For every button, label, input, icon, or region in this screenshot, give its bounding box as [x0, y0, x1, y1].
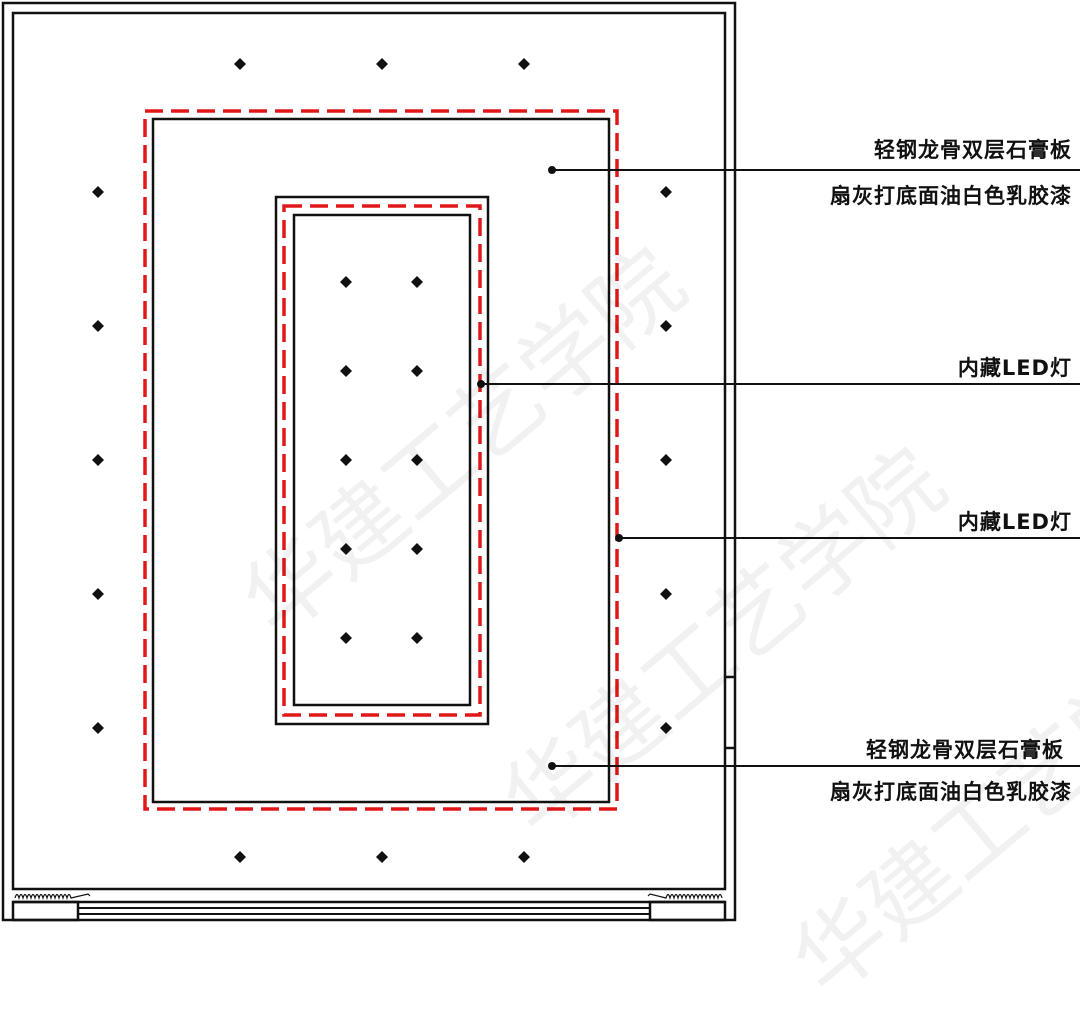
downlights — [92, 58, 672, 863]
downlight-icon — [340, 543, 352, 555]
curtain-wave-left — [14, 893, 91, 901]
downlight-icon — [92, 454, 104, 466]
downlight-icon — [376, 851, 388, 863]
inner-ceiling-outer-edge — [274, 195, 490, 726]
downlight-icon — [660, 588, 672, 600]
downlight-icon — [340, 454, 352, 466]
annotation-led-outer: 内藏LED灯 — [957, 510, 1072, 534]
downlight-icon — [92, 186, 104, 198]
outer-ceiling-edge — [151, 117, 611, 804]
downlight-icon — [340, 276, 352, 288]
wall-opening-marker — [725, 675, 735, 750]
downlight-icon — [411, 632, 423, 644]
inner-ceiling-edge — [292, 213, 472, 707]
downlight-icon — [411, 276, 423, 288]
downlight-icon — [660, 722, 672, 734]
downlight-icon — [518, 58, 530, 70]
leader-lines — [477, 166, 1080, 770]
outer-led-strip — [143, 109, 619, 811]
downlight-icon — [518, 851, 530, 863]
downlight-icon — [92, 588, 104, 600]
downlight-icon — [411, 454, 423, 466]
downlight-icon — [340, 365, 352, 377]
annotation-gypsum-top-line1: 轻钢龙骨双层石膏板 — [874, 138, 1072, 162]
downlight-icon — [660, 320, 672, 332]
annotation-gypsum-bottom-line2: 扇灰打底面油白色乳胶漆 — [830, 780, 1072, 804]
downlight-icon — [234, 58, 246, 70]
room-walls — [1, 1, 737, 922]
downlight-icon — [92, 320, 104, 332]
downlight-icon — [92, 722, 104, 734]
inner-led-strip — [282, 204, 482, 717]
annotation-led-inner: 内藏LED灯 — [957, 356, 1072, 380]
curtain-wave-right — [647, 893, 723, 901]
downlight-icon — [411, 365, 423, 377]
annotation-gypsum-top-line2: 扇灰打底面油白色乳胶漆 — [830, 184, 1072, 208]
annotation-gypsum-bottom-line1: 轻钢龙骨双层石膏板 — [866, 738, 1064, 762]
downlight-icon — [376, 58, 388, 70]
ceiling-plan-drawing — [1, 1, 1080, 922]
curtain-box — [11, 900, 727, 922]
downlight-icon — [411, 543, 423, 555]
downlight-icon — [660, 454, 672, 466]
downlight-icon — [340, 632, 352, 644]
downlight-icon — [234, 851, 246, 863]
downlight-icon — [660, 186, 672, 198]
